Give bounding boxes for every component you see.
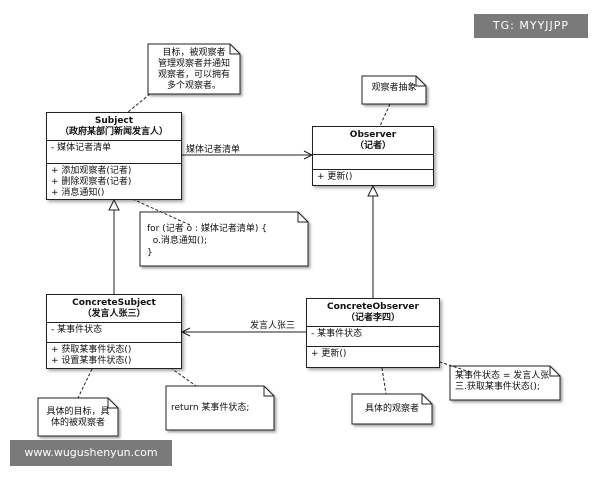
- note-return-code: return 某事件状态;: [166, 400, 274, 417]
- class-observer: Observer （记者） + 更新(): [312, 126, 434, 186]
- operation: + 添加观察者(记者): [51, 166, 132, 176]
- attributes-section: - 某事件状态: [307, 326, 439, 346]
- note-shape-subject-goal: [147, 43, 241, 95]
- anchor-subject-goal: [127, 93, 151, 113]
- operation: + 消息通知(): [51, 188, 105, 198]
- operation: + 设置某事件状态(): [51, 356, 132, 366]
- class-name: Subject: [94, 116, 134, 126]
- association-label-subject-observer: 媒体记者清单: [186, 145, 241, 155]
- note-line: 管理观察者并通知: [157, 59, 230, 69]
- class-concrete-subject: ConcreteSubject （发言人张三） - 某事件状态 + 获取某事件状…: [46, 294, 182, 369]
- note-notify-code: for (记者 o : 媒体记者清单) { o.消息通知(); }: [142, 220, 308, 262]
- class-name: ConcreteSubject: [72, 298, 156, 308]
- class-subtitle: （发言人张三）: [82, 309, 146, 319]
- note-shape-update-code: [449, 365, 561, 401]
- class-name: Observer: [349, 130, 397, 140]
- note-shape-concrete-observer-desc: [351, 393, 433, 425]
- operations-section: + 更新(): [313, 169, 433, 185]
- note-line: 体的被观察者: [50, 418, 105, 428]
- generalization-subject-triangle: [108, 198, 120, 211]
- note-line: 具体的目标，具: [46, 407, 110, 417]
- association-label-observer-subject: 发言人张三: [250, 321, 296, 331]
- note-update-code: 某事件状态 = 发言人张 三.获取某事件状态();: [450, 368, 560, 396]
- anchor-return-code: [149, 352, 197, 387]
- class-concrete-observer: ConcreteObserver （记者李四） - 某事件状态 + 更新(): [306, 298, 440, 368]
- note-concrete-subject-desc: 具体的目标，具 体的被观察者: [38, 404, 118, 432]
- anchor-observer-abstract: [379, 103, 391, 127]
- note-shape-notify-code: [139, 211, 309, 267]
- note-line: 具体的观察者: [364, 404, 419, 414]
- note-line: for (记者 o : 媒体记者清单) {: [147, 224, 267, 234]
- note-subject-goal: 目标，被观察者 管理观察者并通知 观察者，可以拥有 多个观察者。: [148, 45, 240, 95]
- note-line: 三.获取某事件状态();: [455, 382, 540, 392]
- operation: + 更新(): [317, 172, 353, 182]
- attribute: - 某事件状态: [51, 325, 103, 335]
- note-concrete-observer-desc: 具体的观察者: [352, 401, 432, 418]
- attribute: - 某事件状态: [311, 329, 363, 339]
- class-name: ConcreteObserver: [327, 302, 419, 312]
- attributes-section: [313, 154, 433, 169]
- anchor-concrete-observer-desc: [381, 367, 387, 395]
- note-line: return 某事件状态;: [171, 403, 250, 413]
- note-line: 某事件状态 = 发言人张: [455, 371, 550, 381]
- note-line: 观察者，可以拥有: [157, 70, 230, 80]
- watermark-tg-badge: TG: MYYJJPP: [474, 14, 588, 38]
- note-shape-concrete-subject-desc: [37, 397, 119, 437]
- attributes-section: - 媒体记者清单: [47, 140, 181, 163]
- attributes-section: - 某事件状态: [47, 322, 181, 342]
- note-line: 多个观察者。: [166, 81, 221, 91]
- class-subtitle: （记者李四）: [345, 313, 400, 323]
- attribute: - 媒体记者清单: [51, 143, 112, 153]
- operation: + 获取某事件状态(): [51, 345, 132, 355]
- note-line: 目标，被观察者: [162, 48, 226, 58]
- anchor-notify-code: [127, 196, 191, 226]
- class-subject: Subject （政府某部门新闻发言人） - 媒体记者清单 + 添加观察者(记者…: [46, 112, 182, 200]
- note-line: o.消息通知();: [147, 236, 207, 246]
- operations-section: + 更新(): [307, 346, 439, 362]
- class-subtitle: （记者）: [354, 141, 391, 151]
- note-shape-return-code: [165, 385, 275, 431]
- note-observer-abstract: 观察者抽象: [362, 80, 426, 97]
- generalization-observer-triangle: [367, 184, 379, 197]
- operation: + 删除观察者(记者): [51, 177, 132, 187]
- operations-section: + 添加观察者(记者) + 删除观察者(记者) + 消息通知(): [47, 163, 181, 201]
- arrowhead-observer-subject: [180, 327, 191, 337]
- note-line: 观察者抽象: [371, 83, 417, 93]
- operations-section: + 获取某事件状态() + 设置某事件状态(): [47, 342, 181, 369]
- anchor-concrete-subject-desc: [77, 368, 93, 399]
- class-subtitle: （政府某部门新闻发言人）: [59, 127, 168, 137]
- watermark-site-badge: www.wugushenyun.com: [10, 440, 172, 466]
- note-line: }: [147, 248, 153, 258]
- note-shape-observer-abstract: [361, 75, 427, 105]
- operation: + 更新(): [311, 349, 347, 359]
